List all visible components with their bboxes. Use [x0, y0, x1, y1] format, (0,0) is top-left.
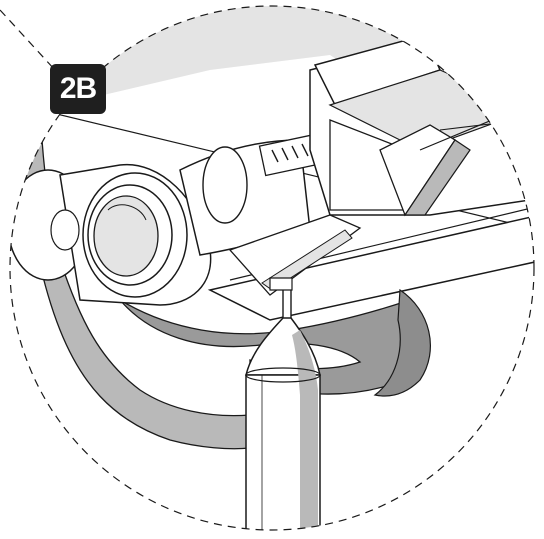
screwdriver-icon [245, 277, 321, 530]
camera-lens-icon [10, 163, 212, 306]
detail-circle-border [9, 5, 535, 531]
leader-line [0, 9, 56, 71]
mounting-bracket-icon [309, 34, 534, 217]
rail [207, 214, 534, 321]
step-label-badge: 2B [50, 64, 106, 114]
